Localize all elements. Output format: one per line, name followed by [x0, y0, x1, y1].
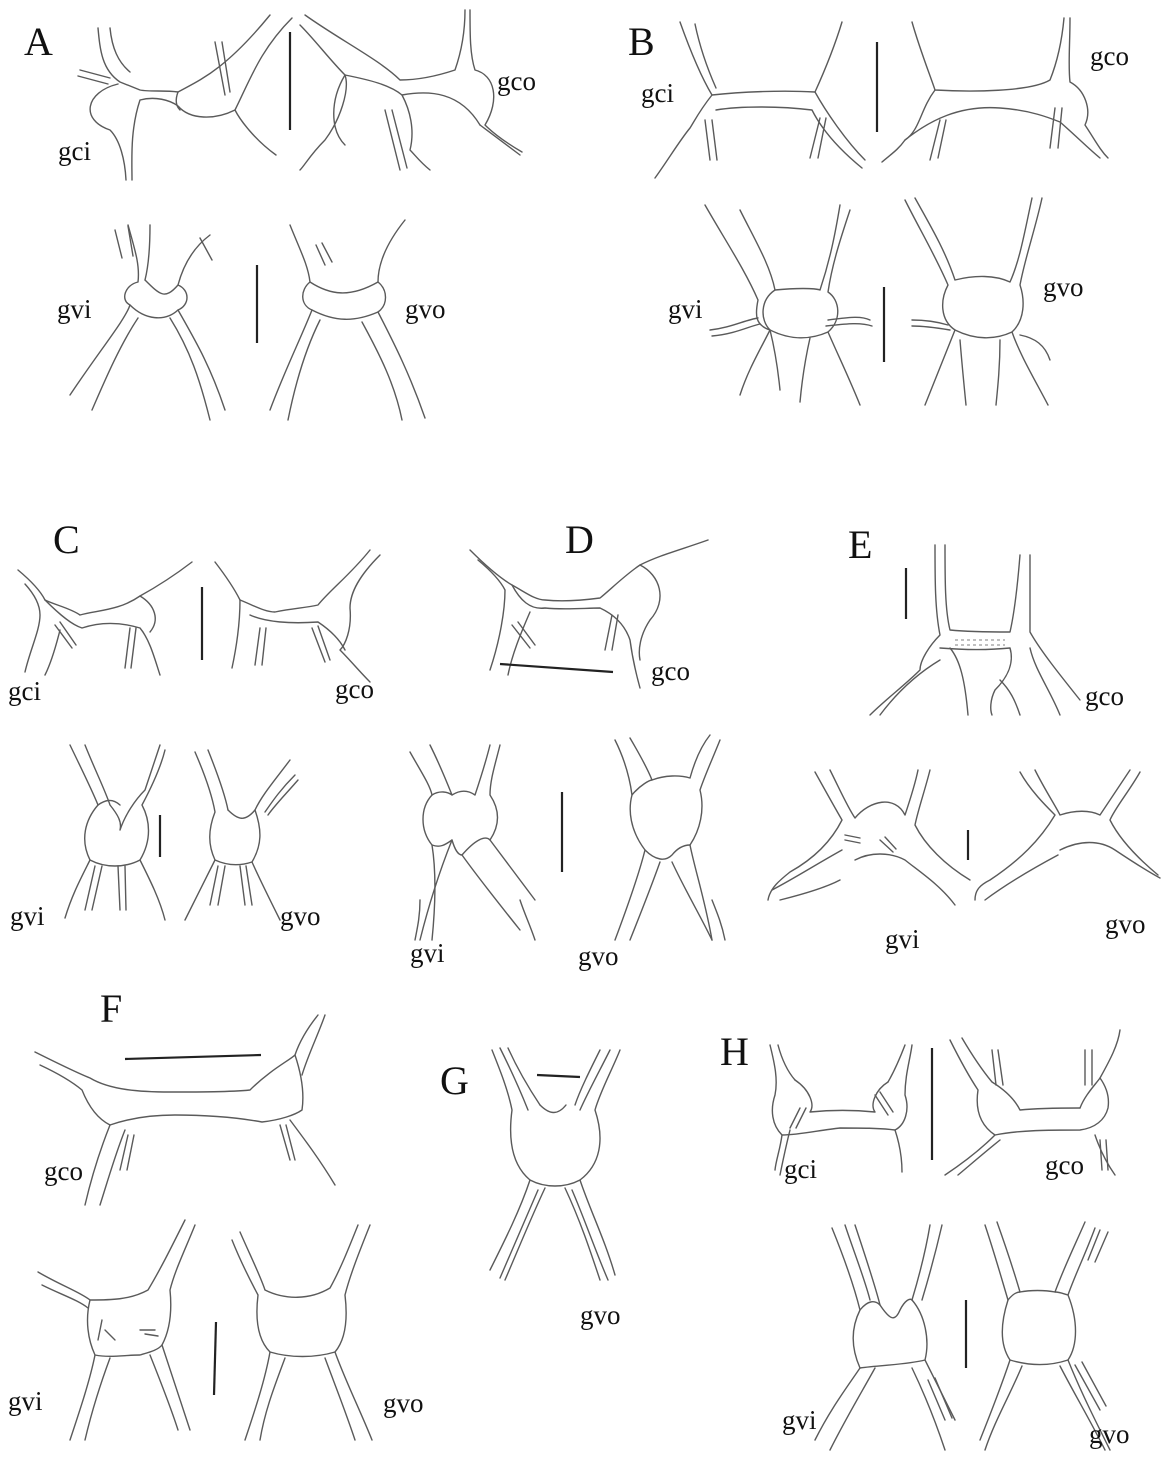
panel-f-label-gco: gco	[44, 1156, 83, 1186]
panel-g-scale-bar	[537, 1075, 580, 1077]
panel-e-visceral-ganglia-drawing	[768, 770, 1160, 905]
panel-b-label-gci: gci	[641, 78, 674, 108]
panel-d-scale-bar-top	[500, 664, 613, 672]
panel-a-label-gvi: gvi	[57, 294, 92, 324]
panel-c-label-gci: gci	[8, 676, 41, 706]
panel-a-letter: A	[24, 19, 53, 64]
panel-e-label-gvo: gvo	[1105, 909, 1146, 939]
panel-a-label-gci: gci	[58, 136, 91, 166]
panel-h-label-gci: gci	[784, 1154, 817, 1184]
panel-b-letter: B	[628, 19, 655, 64]
panel-h-letter: H	[720, 1029, 749, 1074]
panel-f-label-gvo: gvo	[383, 1388, 424, 1418]
panel-c-visceral-ganglia-drawing	[65, 745, 298, 920]
panel-c-label-gco: gco	[335, 674, 374, 704]
panel-h-label-gvo: gvo	[1089, 1419, 1130, 1449]
panel-c-label-gvo: gvo	[280, 901, 321, 931]
panel-h-visceral-ganglia-drawing	[815, 1222, 1110, 1450]
panel-g-label-gvo: gvo	[580, 1300, 621, 1330]
panel-b-cerebral-ganglia-drawing	[655, 18, 1108, 178]
panel-f-letter: F	[100, 986, 122, 1031]
panel-h-label-gvi: gvi	[782, 1405, 817, 1435]
panel-c-letter: C	[53, 517, 80, 562]
panel-e-cerebral-ganglia-drawing	[870, 545, 1080, 715]
panel-g-letter: G	[440, 1058, 469, 1103]
panel-a-label-gco: gco	[497, 66, 536, 96]
panel-d-letter: D	[565, 517, 594, 562]
panel-b: B gci gco	[628, 18, 1129, 405]
panel-a-label-gvo: gvo	[405, 294, 446, 324]
panel-a-visceral-ganglia-drawing	[70, 220, 425, 420]
panel-b-label-gvo: gvo	[1043, 272, 1084, 302]
panel-f-scale-bar-top	[125, 1055, 261, 1059]
panel-f-visceral-ganglia-drawing	[38, 1220, 372, 1440]
panel-b-label-gco: gco	[1090, 41, 1129, 71]
panel-f: F gco	[8, 986, 424, 1440]
panel-d: D gco	[410, 517, 725, 971]
panel-c-label-gvi: gvi	[10, 901, 45, 931]
panel-f-scale-bar-bottom	[214, 1322, 216, 1395]
panel-h: H gci gco	[720, 1029, 1130, 1450]
panel-d-label-gvi: gvi	[410, 938, 445, 968]
panel-a: A gci gco	[24, 10, 536, 420]
panel-c: C gci gco	[8, 517, 380, 931]
panel-h-label-gco: gco	[1045, 1150, 1084, 1180]
panel-a-cerebral-ganglia-drawing	[78, 10, 522, 180]
panel-e-letter: E	[848, 522, 872, 567]
panel-d-label-gvo: gvo	[578, 941, 619, 971]
panel-b-visceral-ganglia-drawing	[705, 198, 1050, 405]
panel-d-visceral-ganglia-drawing	[410, 735, 725, 940]
panel-f-label-gvi: gvi	[8, 1386, 43, 1416]
panel-b-label-gvi: gvi	[668, 294, 703, 324]
panel-d-label-gco: gco	[651, 656, 690, 686]
panel-c-cerebral-ganglia-drawing	[18, 550, 380, 682]
panel-e-label-gco: gco	[1085, 681, 1124, 711]
panel-g: G gvo	[440, 1048, 621, 1330]
panel-e: E gco	[768, 522, 1160, 954]
panel-e-label-gvi: gvi	[885, 924, 920, 954]
panel-g-visceral-ganglia-drawing	[490, 1048, 620, 1280]
